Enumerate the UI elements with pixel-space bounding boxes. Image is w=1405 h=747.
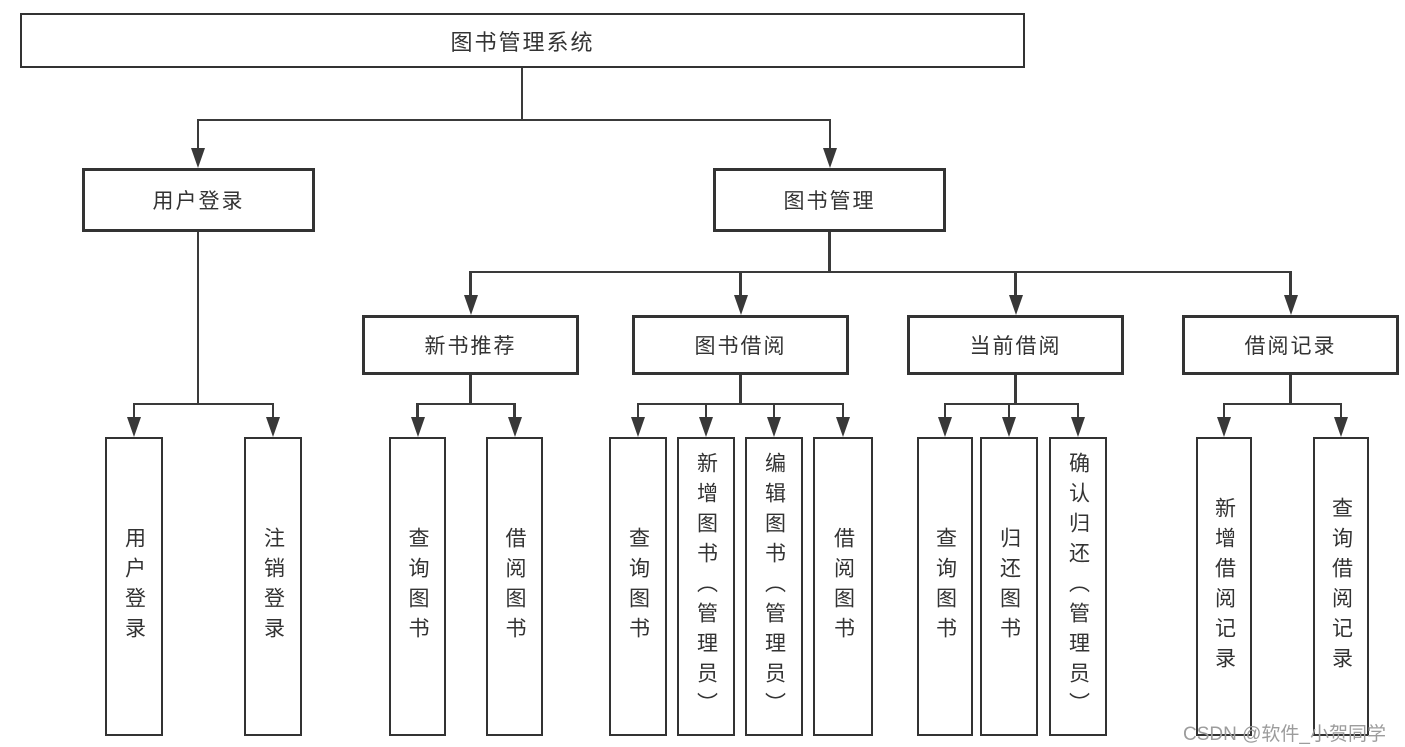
edge-line [513, 404, 516, 427]
arrow-down-icon [823, 148, 837, 168]
arrow-down-icon [938, 417, 952, 437]
edge-line [271, 404, 275, 427]
edge-line [469, 270, 1292, 274]
leaf-query-books-current: 查询图书 [917, 437, 973, 736]
edge-line [828, 120, 832, 158]
edge-line [1339, 404, 1343, 427]
edge-line [772, 404, 776, 427]
arrow-down-icon [463, 295, 478, 315]
edge-line [1076, 404, 1080, 427]
edge-line [841, 404, 845, 427]
leaf-query-books-borrowing: 查询图书 [609, 437, 667, 736]
edge-line [1289, 375, 1292, 405]
node-label: 查询图书 [933, 526, 957, 647]
leaf-query-books-recommend: 查询图书 [389, 437, 446, 736]
leaf-return-book: 归还图书 [980, 437, 1038, 736]
edge-line [132, 402, 275, 406]
arrow-down-icon [410, 417, 425, 437]
arrow-down-icon [1334, 417, 1348, 437]
node-label: 当前借阅 [969, 335, 1062, 358]
edge-line [1014, 375, 1017, 405]
node-label: 确认归还（管理员） [1066, 451, 1090, 722]
leaf-query-borrow-record: 查询借阅记录 [1313, 437, 1369, 736]
edge-line [943, 402, 1080, 406]
node-label: 注销登录 [261, 526, 285, 647]
edge-line [416, 402, 516, 406]
edge-line [1222, 404, 1226, 427]
arrow-down-icon [127, 417, 141, 437]
arrow-down-icon [1008, 295, 1023, 315]
edge-line [636, 402, 845, 406]
node-label: 编辑图书（管理员） [762, 451, 786, 722]
leaf-borrow-books: 借阅图书 [813, 437, 873, 736]
leaf-add-book-admin: 新增图书（管理员） [677, 437, 735, 736]
node-label: 查询图书 [406, 526, 430, 647]
edge-line [196, 118, 832, 122]
edge-line [1014, 272, 1017, 305]
edge-line [943, 404, 947, 427]
leaf-borrow-books-recommend: 借阅图书 [486, 437, 543, 736]
node-label: 新增图书（管理员） [694, 451, 718, 722]
leaf-user-login: 用户登录 [105, 437, 163, 736]
leaf-confirm-return-admin: 确认归还（管理员） [1049, 437, 1107, 736]
edge-line [520, 68, 524, 121]
arrow-down-icon [1002, 417, 1016, 437]
arrow-down-icon [1071, 417, 1085, 437]
watermark: CSDN @软件_小贺同学 [1183, 724, 1386, 745]
node-label: 查询图书 [626, 526, 650, 647]
edge-line [469, 375, 472, 405]
edge-line [828, 232, 831, 273]
leaf-edit-book-admin: 编辑图书（管理员） [745, 437, 803, 736]
edge-line [636, 404, 640, 427]
arrow-down-icon [266, 417, 280, 437]
node-label: 图书管理 [783, 190, 876, 213]
edge-line [196, 120, 200, 158]
node-label: 借阅图书 [831, 526, 855, 647]
arrow-down-icon [1283, 295, 1298, 315]
edge-line [739, 272, 742, 305]
edge-line [1222, 402, 1343, 406]
node-user-login: 用户登录 [82, 168, 315, 232]
node-label: 图书管理系统 [450, 29, 595, 55]
arrow-down-icon [507, 417, 522, 437]
node-book-management: 图书管理 [713, 168, 946, 232]
node-library-management-system: 图书管理系统 [20, 13, 1025, 68]
leaf-logout: 注销登录 [244, 437, 302, 736]
arrow-down-icon [699, 417, 713, 437]
edge-line [469, 272, 472, 305]
edge-line [196, 232, 200, 405]
leaf-add-borrow-record: 新增借阅记录 [1196, 437, 1252, 736]
node-label: 归还图书 [997, 526, 1021, 647]
node-book-borrowing: 图书借阅 [632, 315, 849, 375]
arrow-down-icon [631, 417, 645, 437]
edge-line [416, 404, 419, 427]
edge-line [132, 404, 136, 427]
node-label: 借阅图书 [503, 526, 527, 647]
node-borrowing-records: 借阅记录 [1182, 315, 1399, 375]
arrow-down-icon [191, 148, 205, 168]
node-label: 新增借阅记录 [1212, 496, 1236, 677]
arrow-down-icon [1217, 417, 1231, 437]
edge-line [739, 375, 742, 405]
node-label: 新书推荐 [424, 335, 517, 358]
node-label: 查询借阅记录 [1329, 496, 1353, 677]
edge-line [704, 404, 708, 427]
node-current-borrowing: 当前借阅 [907, 315, 1124, 375]
node-label: 用户登录 [122, 526, 146, 647]
arrow-down-icon [767, 417, 781, 437]
arrow-down-icon [836, 417, 850, 437]
node-label: 借阅记录 [1244, 335, 1337, 358]
node-new-book-recommendation: 新书推荐 [362, 315, 579, 375]
edge-line [1289, 272, 1292, 305]
node-label: 图书借阅 [694, 335, 787, 358]
node-label: 用户登录 [152, 190, 245, 213]
edge-line [1007, 404, 1011, 427]
arrow-down-icon [733, 295, 748, 315]
